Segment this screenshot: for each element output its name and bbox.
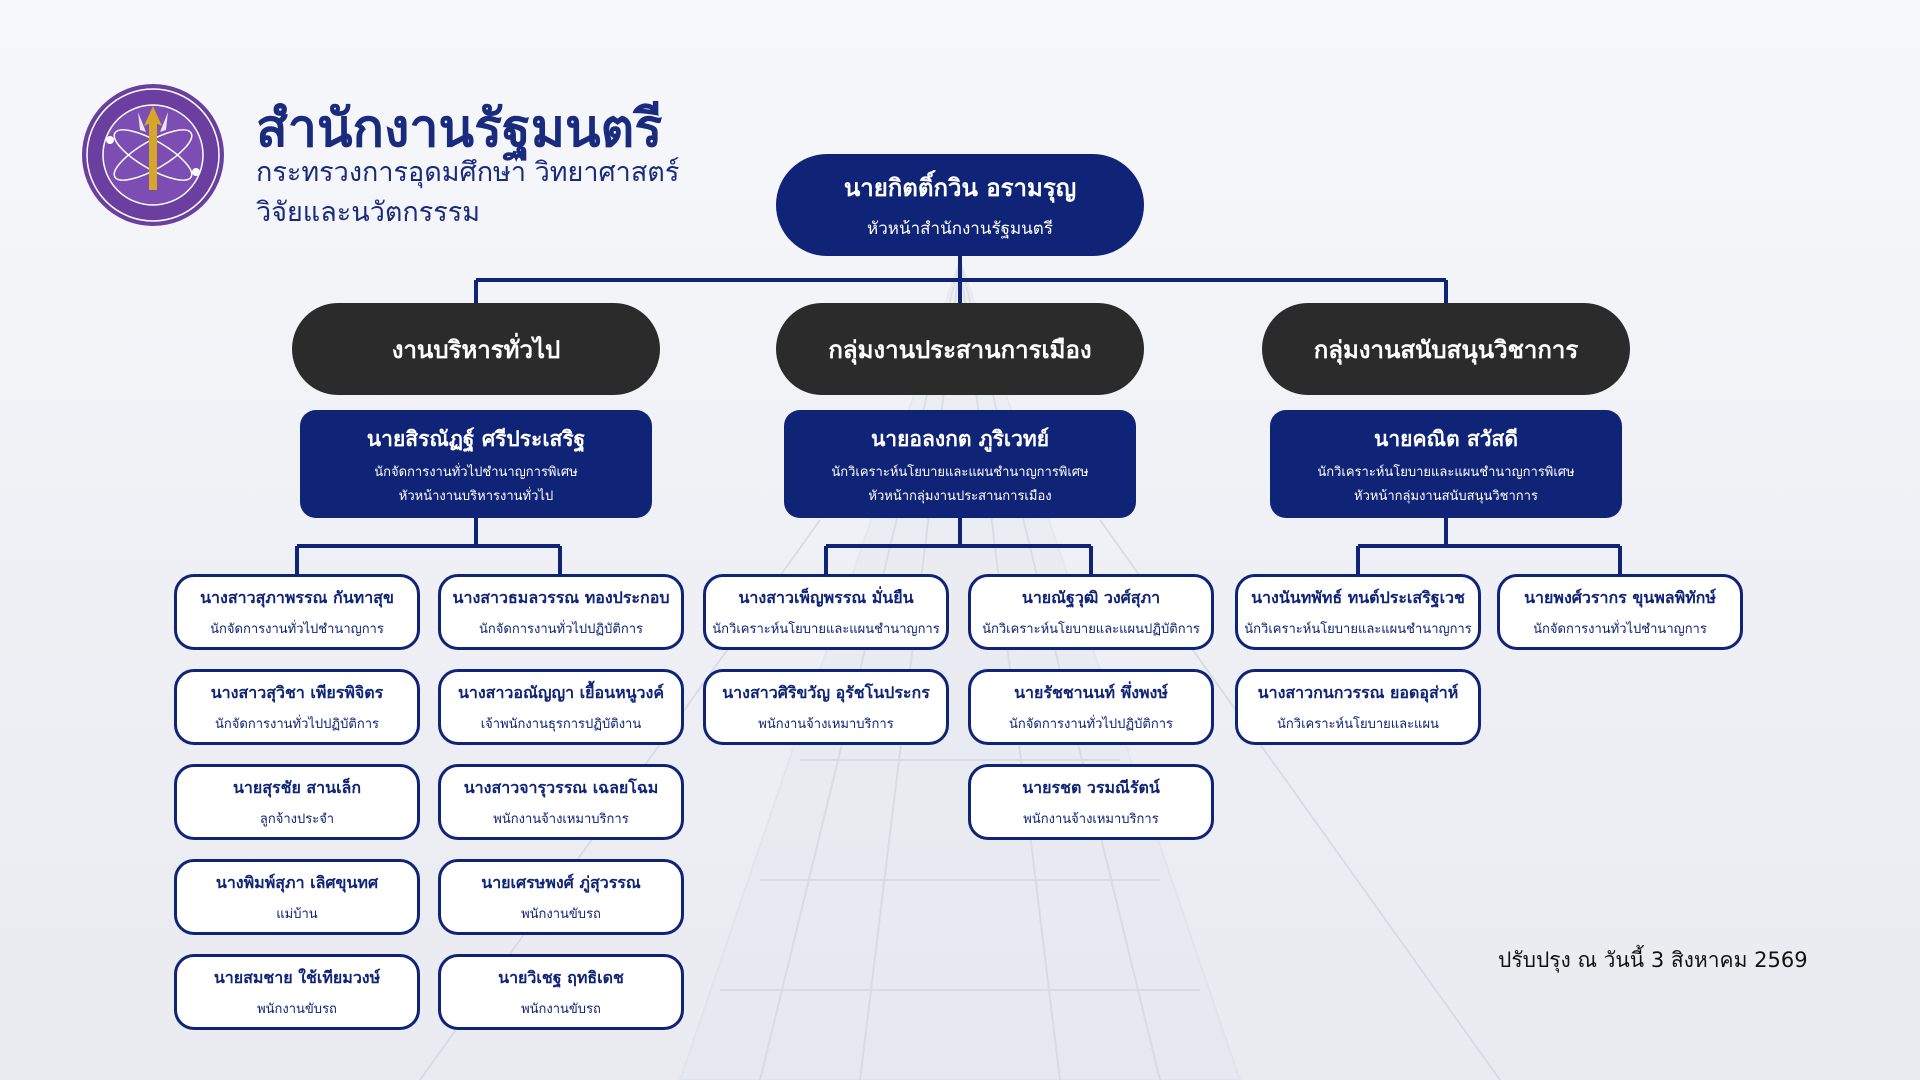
- ministry-seal-logo: [82, 84, 224, 226]
- staff-name: นายวิเชฐ ฤทธิเดช: [498, 967, 624, 987]
- staff-role: นักจัดการงานทั่วไปชำนาญการ: [210, 621, 384, 637]
- staff-name: นางสาวอณัญญา เยื้อนหนูวงค์: [457, 682, 665, 702]
- staff-role: ลูกจ้างประจำ: [259, 811, 335, 827]
- staff-name: นายสมชาย ใช้เทียมวงษ์: [213, 967, 381, 987]
- head-name: นายกิตติ์กวิน อรามรุญ: [843, 174, 1077, 202]
- staff-card: นางสาวกนกวรรณ ยอดอุส่าห์ นักวิเคราะห์นโย…: [1235, 669, 1481, 745]
- staff-role: นักวิเคราะห์นโยบายและแผน: [1277, 716, 1439, 732]
- group-header-academic-support: กลุ่มงานสนับสนุนวิชาการ: [1262, 303, 1630, 395]
- staff-role: พนักงานขับรถ: [257, 1001, 337, 1017]
- staff-role: นักจัดการงานทั่วไปปฏิบัติการ: [479, 621, 643, 637]
- staff-role: นักวิเคราะห์นโยบายและแผนปฏิบัติการ: [982, 621, 1200, 637]
- staff-name: นายรัชชานนท์ พึ่งพงษ์: [1014, 682, 1168, 702]
- staff-card: นายพงศ์วรากร ขุนพลพิทักษ์ นักจัดการงานทั…: [1497, 574, 1743, 650]
- staff-role: เจ้าพนักงานธุรการปฏิบัติงาน: [480, 716, 642, 732]
- staff-role: นักวิเคราะห์นโยบายและแผนชำนาญการ: [712, 621, 940, 637]
- group-lead-node: นายอลงกต ภูริเวทย์ นักวิเคราะห์นโยบายและ…: [784, 410, 1136, 518]
- group-lead-node: นายสิรณัฏฐ์ ศรีประเสริฐ นักจัดการงานทั่ว…: [300, 410, 652, 518]
- lead-role-secondary: หัวหน้ากลุ่มงานสนับสนุนวิชาการ: [1354, 488, 1538, 504]
- staff-card: นายรชต วรมณีรัตน์ พนักงานจ้างเหมาบริการ: [968, 764, 1214, 840]
- organization-subtitle-line1: กระทรวงการอุดมศึกษา วิทยาศาสตร์: [256, 157, 680, 188]
- staff-card: นางสาวสุภาพรรณ กันทาสุข นักจัดการงานทั่ว…: [174, 574, 420, 650]
- staff-card: นางสาวจารุวรรณ เฉลยโฉม พนักงานจ้างเหมาบร…: [438, 764, 684, 840]
- staff-role: พนักงานจ้างเหมาบริการ: [493, 811, 629, 827]
- staff-role: พนักงานขับรถ: [521, 1001, 601, 1017]
- staff-card: นางพิมพ์สุภา เลิศขุนทศ แม่บ้าน: [174, 859, 420, 935]
- staff-card: นางสาวเพ็ญพรรณ มั่นยืน นักวิเคราะห์นโยบา…: [703, 574, 949, 650]
- head-role: หัวหน้าสำนักงานรัฐมนตรี: [867, 219, 1053, 239]
- lead-role-secondary: หัวหน้ากลุ่มงานประสานการเมือง: [868, 488, 1052, 504]
- lead-name: นายอลงกต ภูริเวทย์: [870, 426, 1050, 451]
- staff-name: นางสาวเพ็ญพรรณ มั่นยืน: [738, 587, 914, 607]
- staff-role: พนักงานจ้างเหมาบริการ: [1023, 811, 1159, 827]
- organization-subtitle-line2: วิจัยและนวัตกรรรม: [256, 197, 481, 228]
- staff-card: นายสมชาย ใช้เทียมวงษ์ พนักงานขับรถ: [174, 954, 420, 1030]
- staff-role: แม่บ้าน: [276, 906, 318, 922]
- staff-name: นางสาวกนกวรรณ ยอดอุส่าห์: [1257, 682, 1459, 702]
- staff-card: นางสาวศิริขวัญ อุรัชโนประกร พนักงานจ้างเ…: [703, 669, 949, 745]
- staff-name: นายรชต วรมณีรัตน์: [1022, 777, 1160, 797]
- staff-role: นักวิเคราะห์นโยบายและแผนชำนาญการ: [1244, 621, 1472, 637]
- staff-name: นายสุรชัย สานเล็ก: [232, 777, 362, 797]
- staff-card: นายสุรชัย สานเล็ก ลูกจ้างประจำ: [174, 764, 420, 840]
- staff-card: นางสาวสุวิชา เพียรพิจิตร นักจัดการงานทั่…: [174, 669, 420, 745]
- lead-role-secondary: หัวหน้างานบริหารงานทั่วไป: [398, 488, 554, 504]
- staff-card: นายวิเชฐ ฤทธิเดช พนักงานขับรถ: [438, 954, 684, 1030]
- head-of-office-node: นายกิตติ์กวิน อรามรุญ หัวหน้าสำนักงานรัฐ…: [776, 154, 1144, 256]
- lead-role: นักจัดการงานทั่วไปชำนาญการพิเศษ: [374, 464, 578, 480]
- lead-name: นายคณิต สวัสดี: [1374, 426, 1518, 451]
- lead-role: นักวิเคราะห์นโยบายและแผนชำนาญการพิเศษ: [831, 464, 1089, 480]
- staff-name: นางพิมพ์สุภา เลิศขุนทศ: [215, 872, 379, 892]
- staff-card: นายเศรษพงศ์ ภู่สุวรรณ พนักงานขับรถ: [438, 859, 684, 935]
- staff-role: นักจัดการงานทั่วไปปฏิบัติการ: [215, 716, 379, 732]
- staff-role: นักจัดการงานทั่วไปปฏิบัติการ: [1009, 716, 1173, 732]
- staff-name: นางสาวธมลวรรณ ทองประกอบ: [452, 587, 670, 607]
- staff-name: นางสาวศิริขวัญ อุรัชโนประกร: [722, 682, 930, 702]
- staff-name: นายณัฐวุฒิ วงศ์สุภา: [1021, 587, 1161, 607]
- staff-name: นางนันทพัทธ์ ทนต์ประเสริฐเวช: [1251, 587, 1465, 607]
- staff-card: นายณัฐวุฒิ วงศ์สุภา นักวิเคราะห์นโยบายแล…: [968, 574, 1214, 650]
- staff-card: นางสาวอณัญญา เยื้อนหนูวงค์ เจ้าพนักงานธุ…: [438, 669, 684, 745]
- staff-name: นางสาวสุวิชา เพียรพิจิตร: [210, 682, 384, 702]
- staff-card: นางสาวธมลวรรณ ทองประกอบ นักจัดการงานทั่ว…: [438, 574, 684, 650]
- lead-name: นายสิรณัฏฐ์ ศรีประเสริฐ: [366, 426, 586, 451]
- staff-card: นายรัชชานนท์ พึ่งพงษ์ นักจัดการงานทั่วไป…: [968, 669, 1214, 745]
- organization-title: สำนักงานรัฐมนตรี: [256, 99, 663, 159]
- group-lead-node: นายคณิต สวัสดี นักวิเคราะห์นโยบายและแผนช…: [1270, 410, 1622, 518]
- updated-date-note: ปรับปรุง ณ วันนี้ 3 สิงหาคม 2569: [1498, 948, 1808, 972]
- staff-role: พนักงานขับรถ: [521, 906, 601, 922]
- staff-card: นางนันทพัทธ์ ทนต์ประเสริฐเวช นักวิเคราะห…: [1235, 574, 1481, 650]
- lead-role: นักวิเคราะห์นโยบายและแผนชำนาญการพิเศษ: [1317, 464, 1575, 480]
- staff-role: พนักงานจ้างเหมาบริการ: [758, 716, 894, 732]
- group-header-political-coordination: กลุ่มงานประสานการเมือง: [776, 303, 1144, 395]
- staff-name: นายเศรษพงศ์ ภู่สุวรรณ: [481, 872, 641, 892]
- group-header-general-admin: งานบริหารทั่วไป: [292, 303, 660, 395]
- staff-role: นักจัดการงานทั่วไปชำนาญการ: [1533, 621, 1707, 637]
- staff-name: นางสาวสุภาพรรณ กันทาสุข: [200, 587, 394, 607]
- staff-name: นางสาวจารุวรรณ เฉลยโฉม: [463, 777, 659, 797]
- staff-name: นายพงศ์วรากร ขุนพลพิทักษ์: [1524, 587, 1716, 607]
